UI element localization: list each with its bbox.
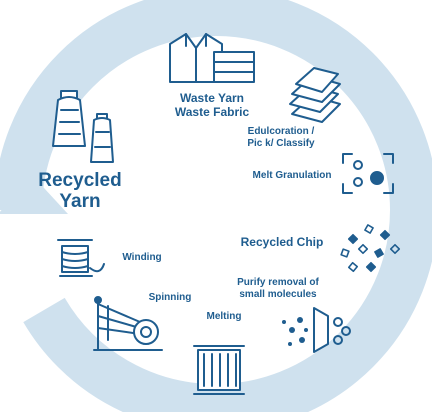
edulcoration-line1: Edulcoration /	[247, 126, 315, 137]
center-title-line1: Recycled	[38, 170, 122, 191]
waste-yarn-text: Waste Yarn	[179, 91, 245, 105]
step-label-winding: Winding	[114, 252, 170, 264]
waste-fabric-text: Waste Fabric	[174, 104, 250, 119]
stacked-sheets-icon	[289, 67, 341, 123]
step-label-spinning: Spinning	[142, 292, 198, 304]
step-label-melt-granulation: Melt Granulation	[244, 170, 340, 182]
step-label-purify: Purify removal of small molecules	[226, 277, 330, 300]
purify-line1: Purify removal of	[237, 277, 319, 288]
center-title: Recycled Yarn	[30, 170, 130, 213]
step-label-recycled-chip: Recycled Chip	[232, 235, 332, 250]
melt-granulation-text: Melt Granulation	[252, 170, 332, 181]
recycled-chip-text: Recycled Chip	[240, 235, 324, 249]
step-label-melting: Melting	[198, 311, 250, 323]
center-title-line2: Yarn	[59, 190, 101, 212]
winding-spool-icon	[57, 239, 105, 277]
purify-line2: small molecules	[239, 288, 317, 300]
winding-text: Winding	[122, 252, 162, 263]
yarn-cones-icon	[52, 90, 114, 163]
filter-molecules-icon	[282, 307, 351, 353]
spinning-machine-icon	[93, 296, 163, 351]
step-label-waste: Waste Yarn Waste Fabric	[164, 91, 260, 120]
edulcoration-line2: Pic k/ Classify	[247, 137, 315, 149]
folded-garments-icon	[169, 33, 255, 83]
spinning-text: Spinning	[148, 292, 192, 303]
melting-text: Melting	[206, 311, 242, 322]
melting-machine-icon	[193, 345, 245, 395]
granule-frame-icon	[342, 153, 394, 194]
step-label-edulcoration: Edulcoration / Pic k/ Classify	[236, 126, 326, 149]
chips-scatter-icon	[340, 224, 401, 273]
